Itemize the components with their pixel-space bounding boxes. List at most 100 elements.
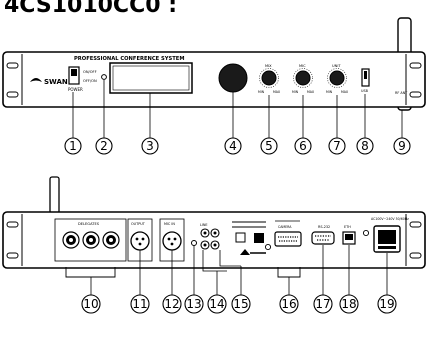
unit-max-label: MAX: [341, 90, 349, 94]
usb-label: USB: [361, 89, 369, 93]
mic-label: MIC: [299, 64, 306, 68]
callout-1-label: 1: [69, 139, 77, 153]
mic-knob: [295, 70, 311, 86]
callout-13-label: 13: [186, 297, 201, 311]
rear-chassis: [2, 211, 426, 269]
mic-in-xlr: [162, 231, 182, 251]
knob-unit: UNIT MIN MAX: [326, 64, 349, 94]
brand-label: SWAN: [44, 78, 68, 86]
callout-8-label: 8: [361, 139, 369, 153]
knob-mix: MIX MIN MAX: [258, 64, 281, 94]
callout-4: [224, 137, 242, 155]
delegates-group: [54, 218, 127, 262]
camera-label: CAMERA: [278, 225, 292, 229]
callout-3-label: 3: [146, 139, 154, 153]
front-panel: PROFESSIONAL CONFERENCE SYSTEM SWAN ON/O…: [2, 17, 426, 111]
knob-mic: MIC MIN MAX: [292, 64, 315, 94]
callout-10-label: 10: [83, 297, 98, 311]
output-xlr-pin-2: [141, 237, 145, 241]
output-xlr-pin-3: [138, 242, 142, 246]
callout-12: [162, 294, 182, 314]
rack-hole-top-right: [409, 62, 422, 69]
callout-7: [328, 137, 346, 155]
callout-16: [279, 294, 299, 314]
callout-12-label: 12: [164, 297, 179, 311]
rear-hole-bottom-right: [409, 252, 422, 259]
rear-hole-bottom-left: [6, 252, 19, 259]
callout-3: [141, 137, 159, 155]
line-rca-3-pin: [203, 243, 207, 247]
callout-6-label: 6: [299, 139, 307, 153]
switch-off-label: OFF/ON: [83, 79, 97, 83]
callout-8: [356, 137, 374, 155]
delegate-port-2: [82, 231, 100, 249]
callout-17-label: 17: [315, 297, 330, 311]
output-xlr: [130, 231, 150, 251]
ethernet-label: ETH: [344, 225, 351, 229]
mic-knob-scale: [293, 68, 313, 88]
mic-max-label: MAX: [307, 90, 315, 94]
callout-17: [313, 294, 333, 314]
rear-antenna: [49, 176, 60, 214]
callout-18-label: 18: [341, 297, 356, 311]
callout-11: [130, 294, 150, 314]
model-title: 4CS1010CC0 :: [4, 0, 177, 18]
mix-knob-scale: [259, 68, 279, 88]
delegate-port-1: [62, 231, 80, 249]
mix-knob: [261, 70, 277, 86]
output-label: OUTPUT: [131, 222, 146, 226]
callout-16-label: 16: [281, 297, 296, 311]
delegate-port-1-pin: [69, 238, 73, 242]
callout-15: [231, 294, 251, 314]
output-xlr-pin-1: [135, 237, 139, 241]
rear-panel: DELEGATES OUTPUT MIC IN: [2, 176, 426, 269]
rack-hole-bottom-left: [6, 91, 19, 98]
callout-7-label: 7: [333, 139, 341, 153]
callout-9-label: 9: [398, 139, 406, 153]
rs232-port: [311, 231, 335, 245]
unit-label: UNIT: [332, 64, 341, 68]
mic-in-xlr-pin-1: [167, 237, 171, 241]
unit-knob: [329, 70, 345, 86]
power-inlet-socket: [378, 230, 396, 244]
aux-jack: [191, 240, 197, 246]
rack-hole-top-left: [6, 62, 19, 69]
mic-min-label: MIN: [292, 90, 299, 94]
callout-5: [260, 137, 278, 155]
power-label: POWER: [68, 87, 83, 92]
callout-5-label: 5: [265, 139, 273, 153]
mic-in-xlr-pin-3: [170, 242, 174, 246]
callout-13: [184, 294, 204, 314]
callout-9: [393, 137, 411, 155]
fuse-holder: [378, 246, 396, 249]
bracket-15: [219, 250, 241, 267]
warning-triangle-icon: [240, 249, 250, 255]
system-label: PROFESSIONAL CONFERENCE SYSTEM: [74, 56, 185, 62]
delegate-port-3-pin: [109, 238, 113, 242]
callout-19: [377, 294, 397, 314]
callout-2: [95, 137, 113, 155]
delegate-port-3: [102, 231, 120, 249]
master-volume-knob: [218, 63, 248, 93]
camera-db-connector: [274, 231, 302, 247]
line-rca-4-pin: [213, 243, 217, 247]
rack-hole-bottom-right: [409, 91, 422, 98]
lcd-display: [109, 62, 193, 94]
line-label: LINE: [200, 223, 208, 227]
rear-callouts: 10 11 12 13 14 15 16 17 18 19: [65, 245, 397, 314]
line-rca-2-pin: [213, 231, 217, 235]
line-rca-1-pin: [203, 231, 207, 235]
callout-10: [81, 294, 101, 314]
ethernet-port-inner: [345, 234, 353, 240]
bracket-14: [202, 250, 227, 272]
callout-11-label: 11: [132, 297, 147, 311]
delegate-port-2-pin: [89, 238, 93, 242]
callout-14-label: 14: [209, 297, 224, 311]
delegates-label: DELEGATES: [78, 222, 100, 226]
callout-2-label: 2: [100, 139, 108, 153]
mix-max-label: MAX: [273, 90, 281, 94]
callout-15-label: 15: [233, 297, 248, 311]
bracket-10: [65, 267, 116, 278]
callout-19-label: 19: [379, 297, 394, 311]
